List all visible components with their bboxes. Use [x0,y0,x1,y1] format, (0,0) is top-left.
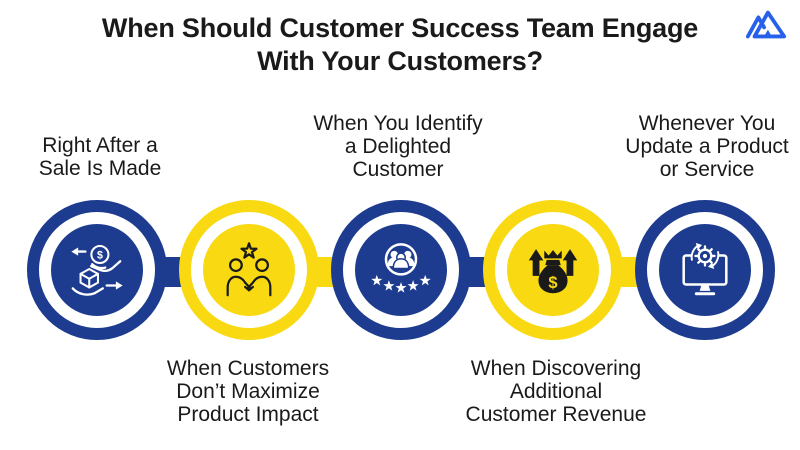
step-circle-1-inner: $ [51,224,143,316]
step-circle-3-inner [355,224,447,316]
handshake-star-icon [226,242,272,297]
step-label-2: When Customers Don’t Maximize Product Im… [166,357,330,426]
step-circle-3 [331,200,471,340]
step-circle-1: $ [27,200,167,340]
step-circle-2-inner [203,224,295,316]
page-title: When Should Customer Success Team Engage… [101,13,699,76]
svg-text:$: $ [97,249,103,261]
mountain-logo-icon [745,6,787,44]
product-update-icon [682,242,728,296]
delighted-customers-icon [371,243,431,293]
step-circle-2 [179,200,319,340]
step-label-3: When You Identify a Delighted Customer [313,112,483,181]
step-circle-5 [635,200,775,340]
step-circle-4: $ [483,200,623,340]
step-label-4: When Discovering Additional Customer Rev… [465,357,647,426]
sale-exchange-icon: $ [71,244,123,296]
svg-text:$: $ [548,274,557,292]
step-label-1: Right After a Sale Is Made [38,134,162,180]
money-bag-icon: $ [528,249,578,294]
step-circle-5-inner [659,224,751,316]
step-circle-4-inner: $ [507,224,599,316]
step-label-5: Whenever You Update a Product or Service [625,112,789,181]
